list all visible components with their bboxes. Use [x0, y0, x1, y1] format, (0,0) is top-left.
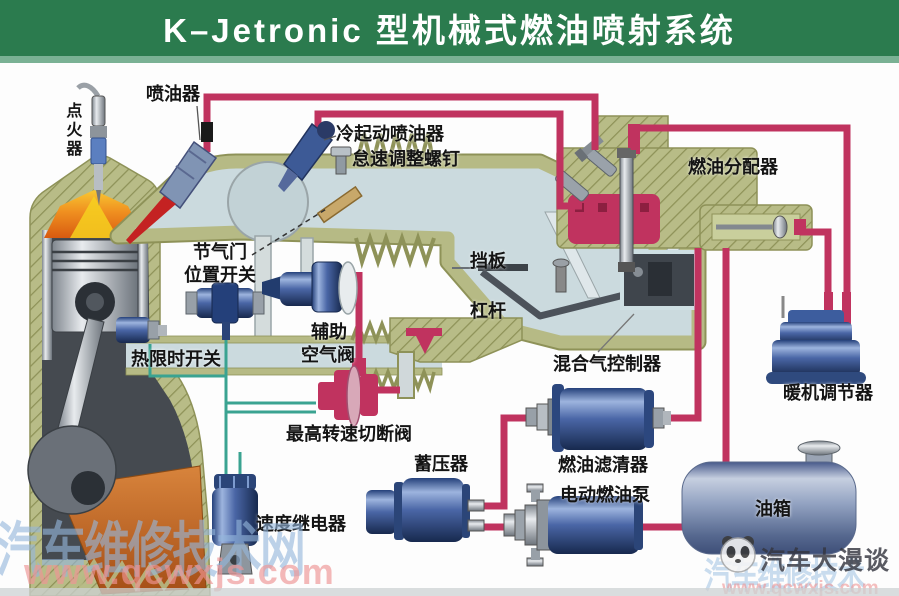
- label-aux-air-valve-1: 辅助: [311, 322, 347, 342]
- label-cold-start-injector: 冷起动喷油器: [336, 124, 444, 144]
- label-aux-air-valve-2: 空气阀: [301, 345, 355, 365]
- baffle-plate-graphic: [478, 264, 528, 271]
- label-thermal-time-switch: 热限时开关: [131, 349, 221, 369]
- engine-cutaway-graphic: [27, 82, 211, 596]
- control-wires: [148, 340, 316, 478]
- label-injector: 喷油器: [146, 84, 200, 104]
- label-baffle-plate: 挡板: [470, 251, 506, 271]
- fuel-tank-graphic: [681, 440, 857, 555]
- max-speed-cutoff-valve-graphic: [318, 358, 378, 427]
- fuel-line-sleeve: [201, 122, 213, 142]
- label-warmup-regulator: 暖机调节器: [783, 383, 873, 403]
- throttle-position-switch-graphic: [185, 282, 265, 340]
- lever-graphic: [479, 269, 637, 320]
- label-fuel-filter: 燃油滤清器: [558, 455, 648, 475]
- title-banner: K–Jetronic 型机械式燃油喷射系统: [0, 0, 899, 56]
- warmup-regulator-graphic: [766, 292, 866, 384]
- idle-screw-graphic: [330, 146, 352, 175]
- label-fuel-distributor: 燃油分配器: [688, 157, 778, 177]
- throttle-plate-graphic: [316, 185, 363, 224]
- label-speed-relay: 速度继电器: [256, 514, 346, 534]
- label-mixture-controller: 混合气控制器: [553, 354, 661, 374]
- panda-logo-icon: [720, 536, 756, 573]
- accumulator-graphic: [366, 478, 485, 542]
- label-ignition: 点火器: [63, 102, 81, 159]
- bottom-edge-strip: [0, 588, 899, 596]
- label-max-speed-cutoff: 最高转速切断阀: [286, 424, 412, 444]
- label-accumulator: 蓄压器: [414, 454, 468, 474]
- injector-graphic: [126, 140, 218, 244]
- cold-start-injector-graphic: [278, 121, 335, 192]
- label-lever: 杠杆: [470, 301, 506, 321]
- label-fuel-tank: 油箱: [755, 499, 791, 519]
- spark-plug-graphic: [76, 82, 107, 206]
- intake-manifold-graphic: [109, 133, 707, 399]
- auxiliary-air-valve-graphic: [262, 261, 358, 315]
- label-throttle-switch-1: 节气门: [193, 242, 247, 262]
- label-throttle-switch-2: 位置开关: [184, 265, 256, 285]
- label-leader-lines: [196, 105, 635, 353]
- thermal-time-switch-graphic: [116, 317, 167, 343]
- label-idle-adjust-screw: 怠速调整螺钉: [352, 149, 460, 169]
- label-electric-fuel-pump: 电动燃油泵: [560, 485, 650, 505]
- speed-relay-graphic: [212, 474, 258, 575]
- fuel-distributor-graphic: [555, 115, 813, 272]
- electric-fuel-pump-graphic: [503, 483, 643, 567]
- page-title: K–Jetronic 型机械式燃油喷射系统: [163, 12, 736, 49]
- fuel-filter-graphic: [525, 384, 671, 452]
- banner-accent-strip: [0, 56, 899, 63]
